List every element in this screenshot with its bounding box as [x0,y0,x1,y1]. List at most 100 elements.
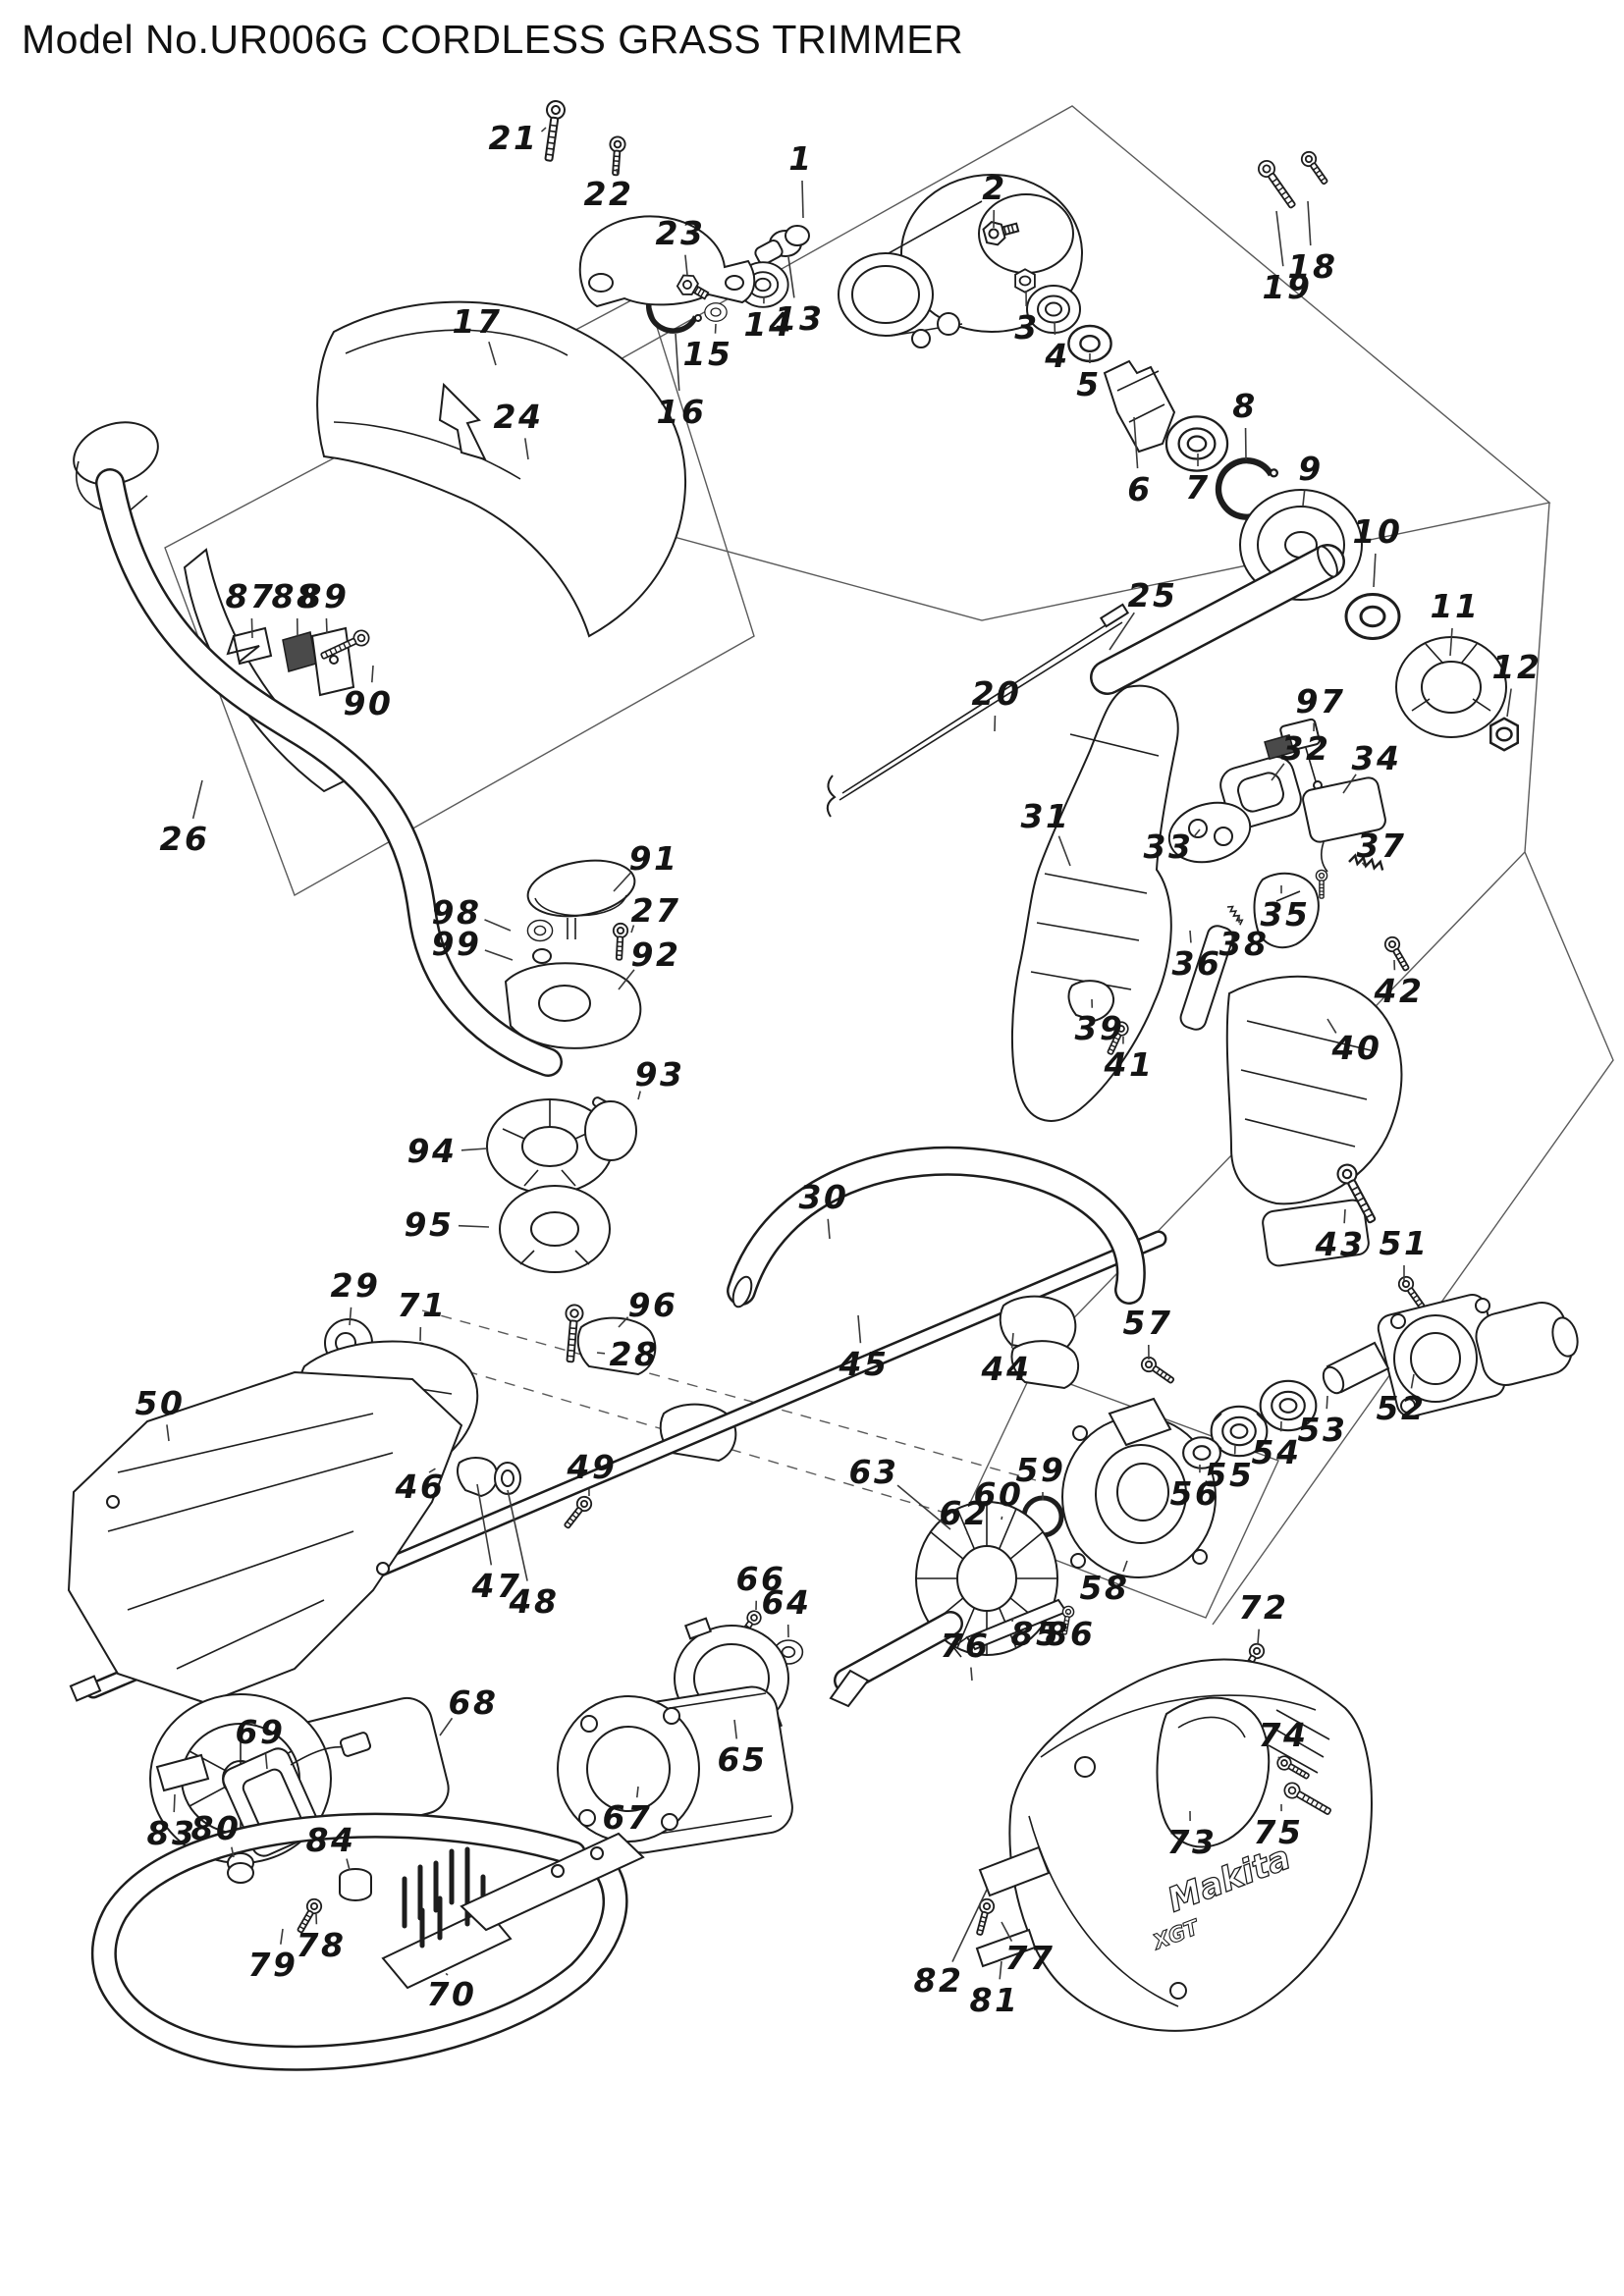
page-title: Model No.UR006G CORDLESS GRASS TRIMMER [22,17,964,62]
part-label-71: 71 [397,1285,448,1324]
part-label-72: 72 [1238,1587,1289,1627]
part-label-13: 13 [774,298,825,338]
part-label-95: 95 [404,1204,455,1244]
part-label-15: 15 [682,334,733,373]
part-label-76: 76 [940,1626,991,1665]
construction-frames [164,105,1614,1626]
part-label-98: 98 [431,892,482,932]
part-label-41: 41 [1104,1044,1155,1084]
part-label-14: 14 [743,304,794,344]
part-label-37: 37 [1356,826,1407,865]
shaft-and-handlebar-group [69,544,1345,1702]
part-label-84: 84 [305,1820,356,1859]
part-label-23: 23 [655,213,706,252]
part-label-81: 81 [969,1980,1020,2019]
pipe-clamp-group [538,98,756,308]
part-label-63: 63 [848,1452,899,1491]
part-label-91: 91 [628,838,679,878]
part-label-35: 35 [1260,894,1311,934]
part-label-12: 12 [1491,647,1543,686]
part-label-30: 30 [798,1177,849,1216]
part-label-75: 75 [1253,1812,1304,1851]
part-label-22: 22 [583,174,634,213]
part-label-27: 27 [630,890,681,930]
clutch-housing-group [67,1340,521,1705]
part-label-87: 87 [225,576,276,615]
gearcase-armature-group [674,1397,1217,1735]
part-label-31: 31 [1020,796,1071,835]
part-label-97: 97 [1295,681,1346,721]
part-label-7: 7 [1185,467,1211,507]
part-label-90: 90 [343,683,394,722]
part-label-58: 58 [1079,1568,1130,1607]
part-label-20: 20 [971,673,1022,713]
part-label-70: 70 [426,1974,477,2013]
motor-group [90,1685,793,2071]
part-label-45: 45 [839,1344,890,1383]
shaft-lock-bracket-group [486,859,642,1273]
part-label-82: 82 [913,1960,964,2000]
part-label-29: 29 [330,1265,381,1305]
part-label-3: 3 [1014,307,1040,347]
trigger-housing-group [1010,684,1414,1267]
part-label-99: 99 [431,924,482,963]
part-label-10: 10 [1352,511,1403,551]
part-label-6: 6 [1127,469,1153,508]
output-flange-group [1182,1293,1579,1469]
part-label-50: 50 [135,1383,186,1422]
part-label-96: 96 [627,1285,678,1324]
part-label-21: 21 [488,118,539,157]
part-label-32: 32 [1280,728,1331,768]
part-label-43: 43 [1315,1224,1366,1263]
part-label-57: 57 [1122,1303,1173,1342]
part-label-2: 2 [982,168,1007,207]
part-label-42: 42 [1374,971,1425,1010]
part-label-77: 77 [1004,1938,1056,1977]
part-label-26: 26 [159,819,210,858]
part-label-83: 83 [146,1813,197,1852]
part-label-56: 56 [1169,1473,1220,1513]
part-label-33: 33 [1143,827,1194,866]
part-label-53: 53 [1297,1410,1348,1449]
part-label-46: 46 [395,1467,446,1506]
part-label-5: 5 [1076,364,1102,403]
part-label-36: 36 [1171,943,1222,983]
left-grip-tube [73,421,563,1077]
part-label-44: 44 [981,1349,1032,1388]
part-label-86: 86 [1045,1614,1096,1653]
part-label-85: 85 [1010,1614,1061,1653]
part-label-65: 65 [717,1739,768,1779]
part-label-34: 34 [1351,738,1402,777]
part-label-38: 38 [1218,924,1270,963]
part-label-62: 62 [939,1493,990,1532]
part-label-89: 89 [298,576,350,615]
alignment-dashed-lines [409,1309,1037,1521]
part-label-51: 51 [1379,1223,1430,1262]
part-label-52: 52 [1376,1388,1427,1427]
part-label-40: 40 [1331,1028,1382,1067]
part-label-67: 67 [602,1797,653,1837]
part-label-74: 74 [1258,1715,1309,1754]
part-label-55: 55 [1204,1455,1255,1494]
part-label-25: 25 [1127,575,1178,614]
part-label-11: 11 [1430,586,1481,625]
part-label-19: 19 [1262,267,1313,306]
part-label-1: 1 [788,138,814,178]
part-label-69: 69 [235,1712,286,1751]
part-label-48: 48 [509,1581,560,1621]
part-label-92: 92 [630,934,681,974]
leader-lines [166,127,1512,1980]
part-label-66: 66 [735,1559,786,1598]
rear-housing-group: Makita XGT [971,1658,1373,2032]
part-label-24: 24 [493,397,544,436]
part-label-17: 17 [452,301,503,341]
part-label-88: 88 [271,576,322,615]
part-label-8: 8 [1232,386,1258,425]
part-label-60: 60 [973,1474,1024,1514]
part-label-9: 9 [1298,449,1324,488]
part-label-78: 78 [296,1925,347,1964]
part-label-68: 68 [448,1682,499,1722]
